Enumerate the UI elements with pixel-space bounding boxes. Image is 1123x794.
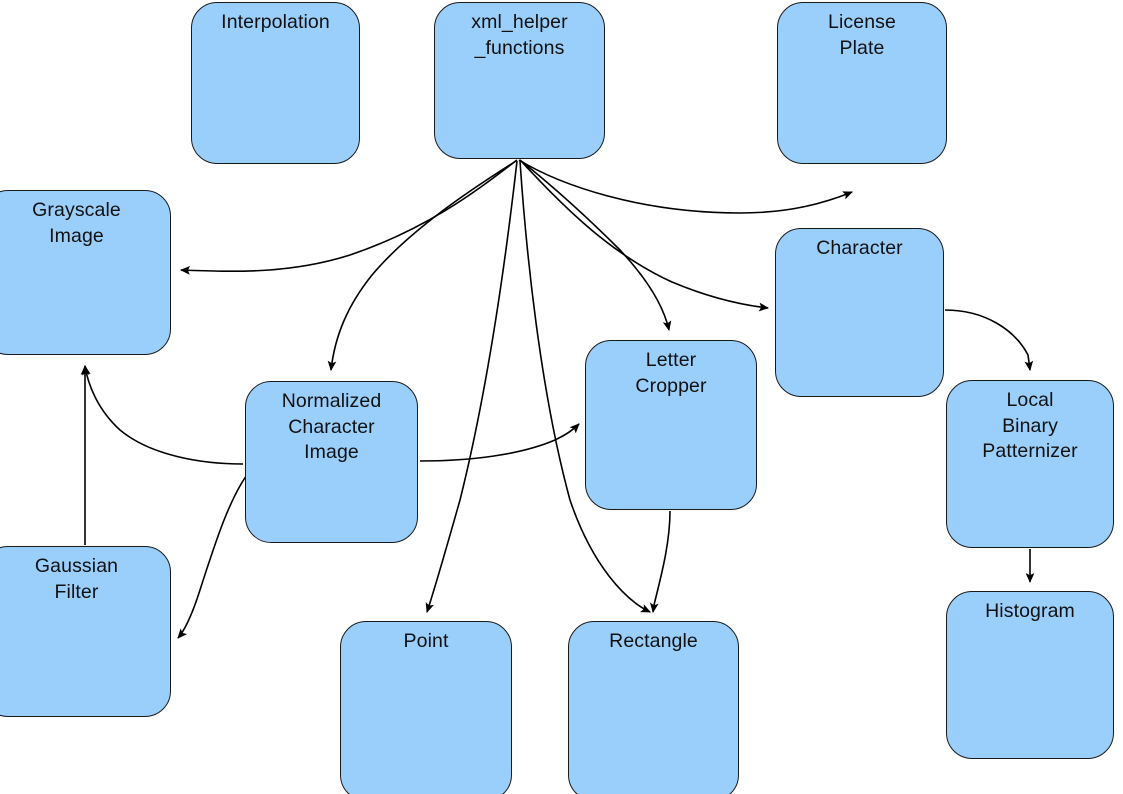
edge-normalized-to-letter — [419, 423, 580, 462]
node-xml_helper[interactable]: xml_helper _functions — [434, 2, 605, 159]
edge-xml-to-letter-cropper — [519, 159, 672, 331]
edge-character-to-lbp — [944, 309, 1034, 371]
node-label-license_plate: License Plate — [828, 11, 896, 59]
edge-normalized-to-gaussian — [177, 465, 255, 639]
edge-xml-to-rectangle — [519, 160, 651, 613]
edge-xml-to-character — [519, 159, 769, 312]
node-label-histogram: Histogram — [985, 600, 1075, 622]
node-label-grayscale_image: Grayscale Image — [32, 199, 121, 247]
edge-letter-to-rectangle — [649, 510, 671, 613]
edge-xml-to-point — [425, 160, 518, 613]
node-rectangle[interactable]: Rectangle — [568, 621, 739, 794]
node-point[interactable]: Point — [340, 621, 512, 794]
node-interpolation[interactable]: Interpolation — [191, 2, 360, 164]
node-label-point: Point — [403, 630, 449, 652]
node-label-normalized_char: Normalized Character Image — [281, 390, 382, 464]
edge-xml-to-grayscale — [180, 159, 518, 275]
node-label-xml_helper: xml_helper _functions — [471, 11, 568, 59]
node-lbp[interactable]: Local Binary Patternizer — [946, 380, 1114, 548]
node-histogram[interactable]: Histogram — [946, 591, 1114, 759]
node-character[interactable]: Character — [775, 228, 944, 397]
node-letter_cropper[interactable]: Letter Cropper — [585, 340, 757, 510]
edge-xml-to-license-plate — [518, 159, 853, 214]
edge-xml-to-normalized — [327, 160, 517, 371]
node-label-rectangle: Rectangle — [609, 630, 698, 652]
edge-normalized-to-grayscale — [82, 365, 244, 465]
node-grayscale_image[interactable]: Grayscale Image — [0, 190, 171, 355]
node-label-letter_cropper: Letter Cropper — [635, 349, 707, 397]
node-label-character: Character — [816, 237, 903, 259]
node-label-gaussian_filter: Gaussian Filter — [34, 555, 119, 603]
node-normalized_char[interactable]: Normalized Character Image — [245, 381, 418, 543]
node-label-lbp: Local Binary Patternizer — [982, 389, 1078, 463]
node-gaussian_filter[interactable]: Gaussian Filter — [0, 546, 171, 717]
node-license_plate[interactable]: License Plate — [777, 2, 947, 164]
node-label-interpolation: Interpolation — [221, 11, 330, 33]
